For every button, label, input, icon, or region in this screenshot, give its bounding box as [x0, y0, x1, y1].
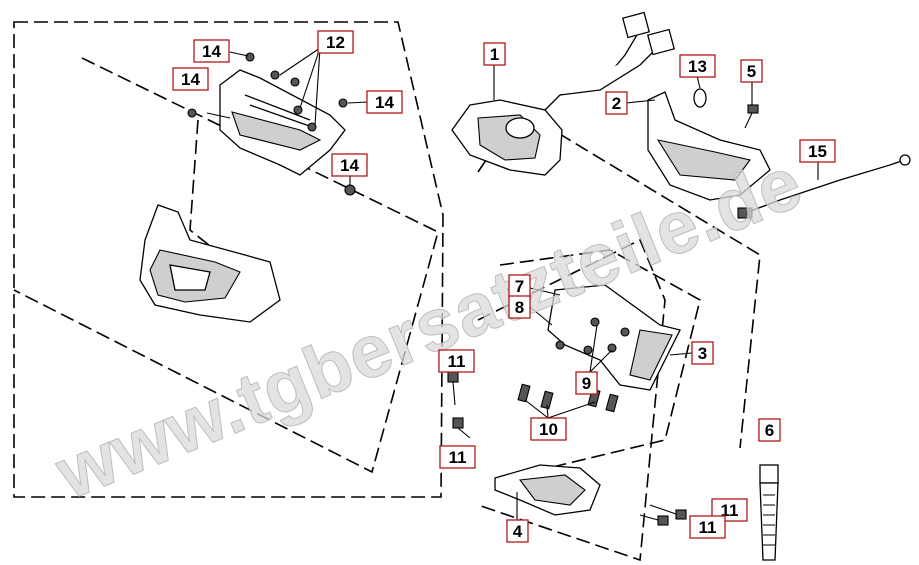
svg-text:10: 10 — [539, 420, 558, 439]
callout-1: 1 — [483, 42, 506, 66]
svg-text:1: 1 — [490, 45, 499, 64]
upper-cowl-part — [219, 69, 346, 176]
cowl-leaders — [189, 47, 369, 251]
cable-tie-part — [759, 464, 779, 561]
callout-6: 6 — [758, 418, 781, 442]
speedometer-part — [451, 11, 676, 176]
callout-11d: 11 — [689, 515, 726, 539]
svg-text:15: 15 — [808, 142, 827, 161]
o-ring-part — [693, 88, 707, 108]
callout-5: 5 — [740, 59, 763, 83]
svg-text:11: 11 — [448, 352, 466, 371]
callout-3: 3 — [691, 341, 714, 365]
svg-text:11: 11 — [449, 448, 467, 467]
svg-text:11: 11 — [721, 501, 739, 520]
callout-leaders — [493, 64, 819, 520]
svg-text:9: 9 — [582, 374, 591, 393]
left-inner-frame — [13, 57, 439, 474]
right-upper-frame — [477, 108, 761, 449]
callout-14d: 14 — [331, 153, 368, 177]
callout-15: 15 — [799, 139, 836, 163]
callout-14a: 14 — [193, 39, 230, 63]
bolts-11 — [447, 371, 687, 526]
right-bracket-frame — [499, 249, 701, 471]
front-lower-cover-part — [139, 204, 281, 323]
svg-text:4: 4 — [513, 522, 523, 541]
svg-text:14: 14 — [340, 156, 359, 175]
svg-text:11: 11 — [699, 518, 717, 537]
svg-text:2: 2 — [612, 94, 621, 113]
callout-13: 13 — [679, 54, 716, 78]
svg-text:5: 5 — [747, 62, 756, 81]
svg-text:12: 12 — [326, 33, 345, 52]
callout-10: 10 — [530, 417, 567, 441]
lower-bracket-part — [494, 464, 601, 516]
svg-text:14: 14 — [375, 93, 394, 112]
screw-5-part — [744, 104, 759, 129]
watermark-text: www.tgbersatzteile.de — [44, 140, 814, 515]
speedometer-cable-part — [737, 154, 911, 219]
svg-text:14: 14 — [181, 70, 200, 89]
svg-text:7: 7 — [515, 277, 524, 296]
callout-8: 8 — [508, 295, 531, 319]
svg-text:8: 8 — [515, 298, 524, 317]
callout-14c: 14 — [366, 90, 403, 114]
callout-12: 12 — [317, 30, 354, 54]
svg-text:14: 14 — [202, 42, 221, 61]
callout-14b: 14 — [172, 67, 209, 91]
callout-11b: 11 — [439, 445, 476, 469]
callout-7: 7 — [508, 274, 531, 298]
meter-bracket-part — [517, 284, 681, 413]
callout-11a: 11 — [438, 349, 475, 373]
svg-text:6: 6 — [765, 421, 774, 440]
right-lower-frame — [477, 238, 666, 562]
callout-4: 4 — [506, 519, 529, 543]
callout-9: 9 — [575, 371, 598, 395]
cowl-screws — [187, 52, 356, 196]
callout-2: 2 — [605, 91, 628, 115]
svg-text:3: 3 — [698, 344, 707, 363]
svg-text:13: 13 — [688, 57, 707, 76]
meter-cover-part — [647, 91, 771, 201]
